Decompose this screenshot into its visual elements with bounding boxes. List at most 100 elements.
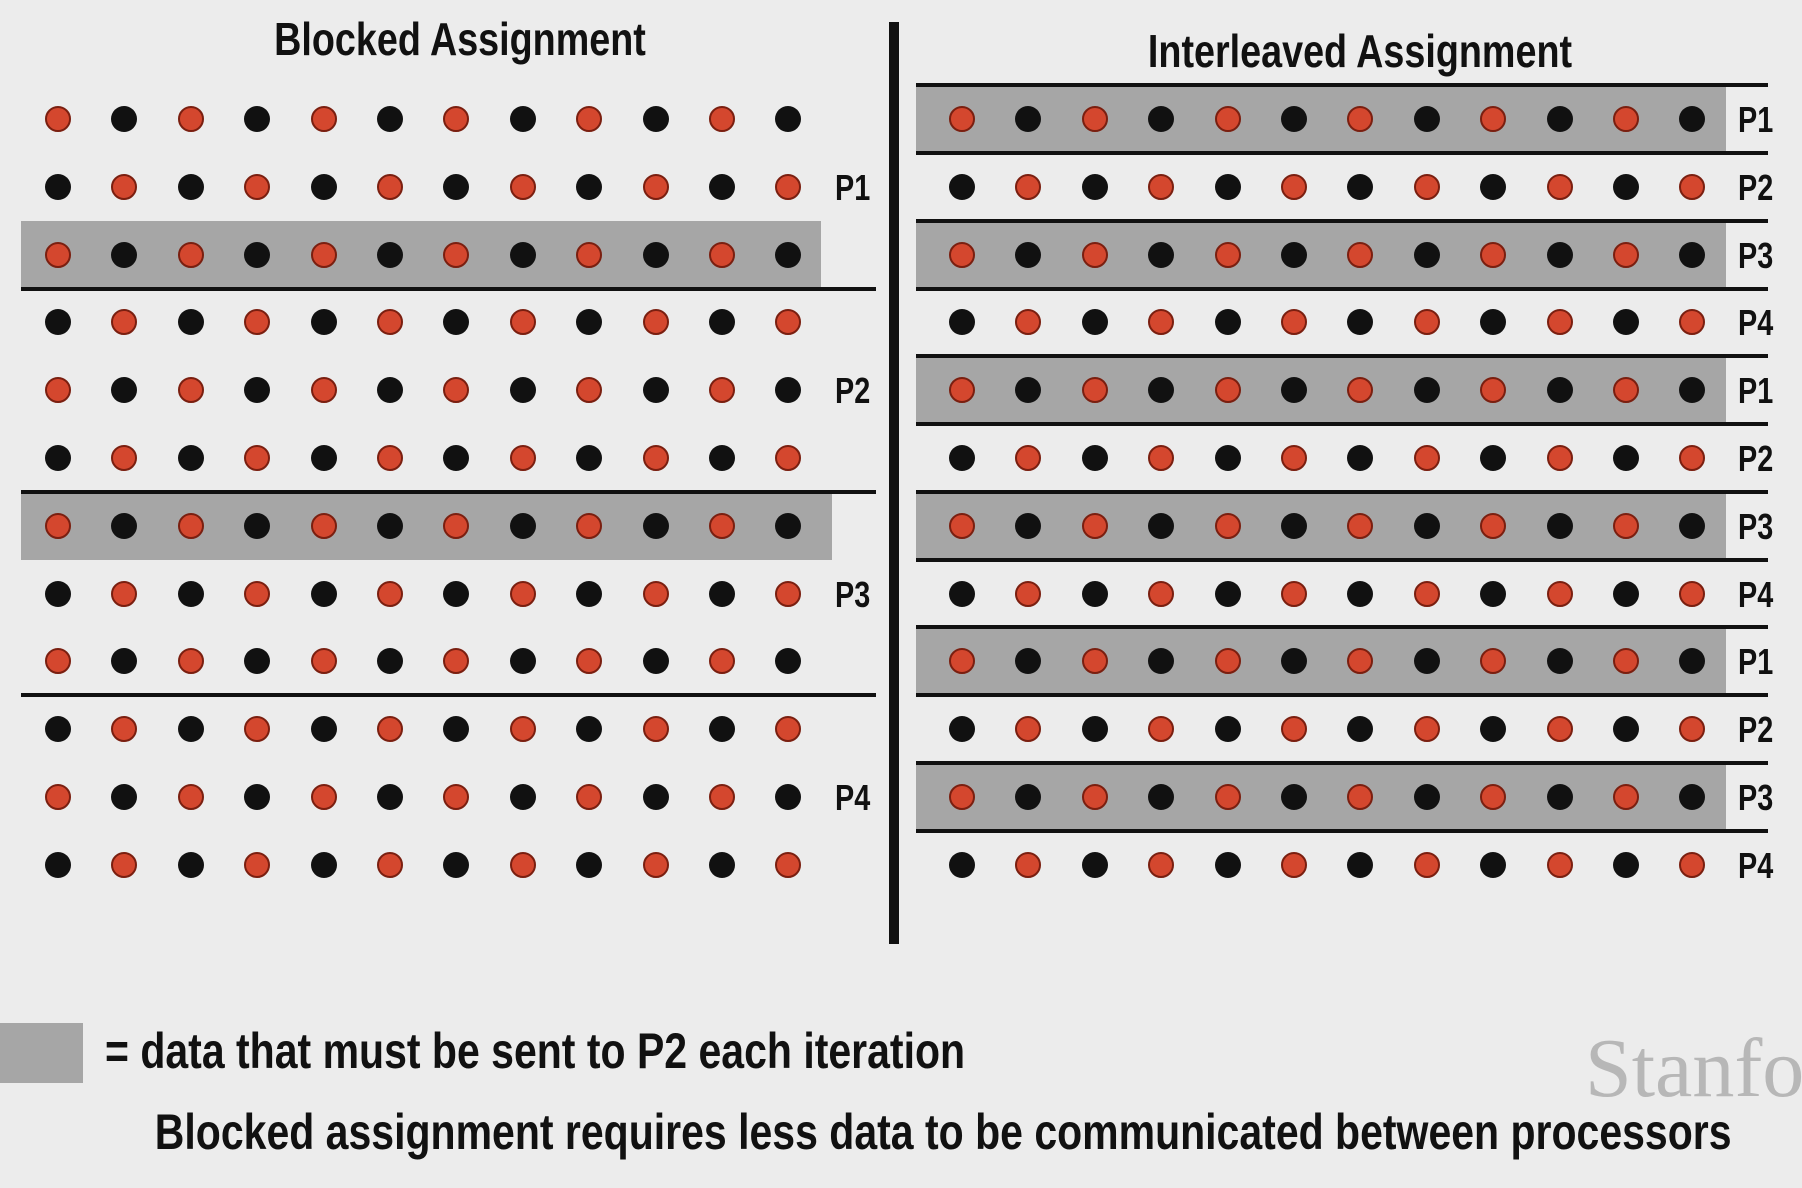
interleaved-processor-label: P2 — [1738, 166, 1774, 208]
interleaved-black-dot — [1413, 512, 1440, 539]
interleaved-red-dot — [1214, 241, 1241, 268]
blocked-black-dot — [310, 716, 337, 743]
blocked-red-dot — [642, 716, 669, 743]
blocked-black-dot — [709, 580, 735, 607]
blocked-red-dot — [443, 784, 470, 810]
blocked-red-dot — [576, 648, 603, 675]
blocked-red-dot — [642, 309, 669, 336]
interleaved-black-dot — [1148, 241, 1175, 268]
blocked-red-dot — [310, 512, 337, 539]
blocked-red-dot — [775, 851, 802, 878]
blocked-black-dot — [45, 716, 71, 743]
interleaved-red-dot — [1281, 445, 1307, 471]
interleaved-red-dot — [949, 512, 975, 539]
interleaved-black-dot — [1480, 173, 1507, 200]
blocked-red-dot — [310, 377, 337, 404]
blocked-black-dot — [443, 716, 470, 743]
blocked-red-dot — [310, 106, 337, 132]
blocked-black-dot — [377, 512, 403, 539]
blocked-red-dot — [443, 106, 470, 132]
blocked-black-dot — [775, 784, 802, 810]
interleaved-red-dot — [1281, 173, 1307, 200]
interleaved-black-dot — [1148, 512, 1175, 539]
blocked-black-dot — [775, 648, 802, 675]
block-separator — [21, 693, 876, 698]
blocked-black-dot — [509, 512, 536, 539]
interleaved-title: Interleaved Assignment — [1147, 25, 1573, 77]
blocked-red-dot — [244, 716, 271, 743]
blocked-black-dot — [244, 784, 271, 810]
blocked-black-dot — [775, 241, 802, 268]
blocked-red-dot — [576, 106, 603, 132]
interleaved-processor-label: P4 — [1738, 302, 1774, 344]
interleaved-black-dot — [1413, 106, 1440, 132]
blocked-black-dot — [509, 106, 536, 132]
interleaved-red-dot — [1413, 173, 1440, 200]
row-separator — [916, 354, 1768, 359]
interleaved-red-dot — [1480, 241, 1507, 268]
interleaved-black-dot — [1281, 106, 1307, 132]
blocked-title: Blocked Assignment — [274, 13, 646, 65]
blocked-black-dot — [377, 648, 403, 675]
shaded-row-band — [21, 491, 832, 560]
interleaved-red-dot — [1613, 241, 1639, 268]
blocked-black-dot — [244, 648, 271, 675]
blocked-red-dot — [642, 580, 669, 607]
blocked-black-dot — [244, 377, 271, 404]
blocked-red-dot — [244, 309, 271, 336]
interleaved-black-dot — [1015, 106, 1042, 132]
interleaved-red-dot — [1148, 580, 1175, 607]
blocked-black-dot — [45, 851, 71, 878]
row-separator — [916, 151, 1768, 155]
interleaved-red-dot — [1347, 784, 1374, 810]
interleaved-black-dot — [1281, 377, 1307, 404]
interleaved-red-dot — [1613, 512, 1639, 539]
interleaved-red-dot — [1148, 851, 1175, 878]
interleaved-black-dot — [1347, 851, 1374, 878]
blocked-black-dot — [111, 512, 138, 539]
interleaved-black-dot — [1413, 784, 1440, 810]
interleaved-processor-label: P2 — [1738, 709, 1774, 751]
interleaved-red-dot — [1679, 580, 1706, 607]
interleaved-red-dot — [1081, 784, 1108, 810]
interleaved-red-dot — [949, 784, 975, 810]
watermark: Stanford — [1585, 1022, 1802, 1115]
blocked-black-dot — [111, 106, 138, 132]
blocked-red-dot — [377, 445, 403, 471]
interleaved-black-dot — [1413, 241, 1440, 268]
blocked-red-dot — [443, 648, 470, 675]
blocked-red-dot — [377, 309, 403, 336]
interleaved-black-dot — [1214, 173, 1241, 200]
interleaved-black-dot — [1015, 512, 1042, 539]
blocked-black-dot — [509, 377, 536, 404]
blocked-black-dot — [709, 445, 735, 471]
interleaved-processor-label: P1 — [1738, 641, 1774, 683]
blocked-black-dot — [244, 512, 271, 539]
blocked-black-dot — [111, 377, 138, 404]
blocked-red-dot — [576, 784, 603, 810]
blocked-black-dot — [443, 309, 470, 336]
blocked-red-dot — [576, 377, 603, 404]
interleaved-red-dot — [1081, 106, 1108, 132]
interleaved-processor-label: P3 — [1738, 777, 1774, 818]
blocked-black-dot — [45, 173, 71, 200]
shaded-row-band — [916, 763, 1726, 831]
interleaved-black-dot — [1347, 173, 1374, 200]
interleaved-red-dot — [1679, 716, 1706, 743]
blocked-red-dot — [177, 106, 204, 132]
blocked-red-dot — [509, 716, 536, 743]
blocked-black-dot — [177, 309, 204, 336]
row-separator — [916, 761, 1768, 765]
interleaved-red-dot — [1281, 580, 1307, 607]
blocked-black-dot — [576, 445, 603, 471]
interleaved-black-dot — [1347, 716, 1374, 743]
interleaved-black-dot — [1546, 377, 1573, 404]
interleaved-black-dot — [1613, 580, 1639, 607]
interleaved-red-dot — [1413, 580, 1440, 607]
interleaved-red-dot — [1015, 716, 1042, 743]
blocked-black-dot — [509, 784, 536, 810]
interleaved-black-dot — [1613, 445, 1639, 471]
interleaved-black-dot — [1613, 851, 1639, 878]
interleaved-black-dot — [1214, 445, 1241, 471]
interleaved-red-dot — [1546, 309, 1573, 336]
